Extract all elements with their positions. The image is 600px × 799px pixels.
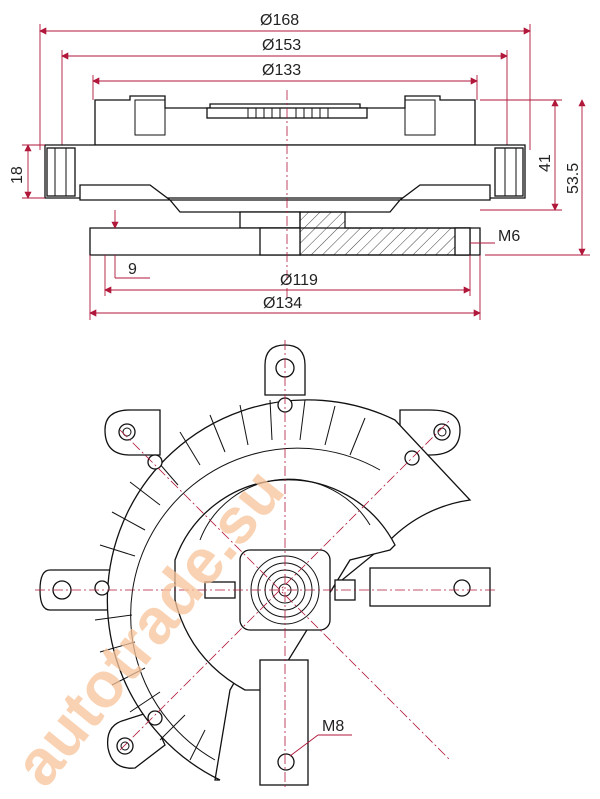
- clutch-body-side: [44, 95, 526, 256]
- top-centerlines: [35, 340, 495, 790]
- total-height-label: 53.5: [565, 163, 582, 194]
- thread-size-label: M6: [498, 228, 520, 245]
- fan-ring-inner-edge: [130, 447, 381, 761]
- inner-diameter-label: Ø133: [262, 62, 301, 79]
- mid-diameter-label: Ø153: [262, 37, 301, 54]
- outer-diameter-label: Ø168: [260, 12, 299, 29]
- dimension-lines-right: [22, 99, 590, 256]
- base-diameter-label: Ø134: [263, 295, 302, 312]
- thread-label-m8: M8: [322, 718, 344, 735]
- base-offset-label: 9: [128, 261, 137, 278]
- bolt-circle-label: Ø119: [280, 272, 318, 289]
- m8-leader: [289, 734, 319, 757]
- mounting-ears: [39, 344, 461, 769]
- radial-fins: [94, 399, 366, 761]
- mounting-arms: [259, 567, 491, 786]
- dimension-lines-bottom: [89, 210, 481, 320]
- flange-height-label: 18: [9, 166, 26, 184]
- body-height-label: 41: [537, 154, 554, 172]
- fin-marks: [247, 108, 329, 118]
- side-view: Ø168 Ø153 Ø133: [9, 12, 590, 320]
- top-view: M8: [35, 340, 495, 790]
